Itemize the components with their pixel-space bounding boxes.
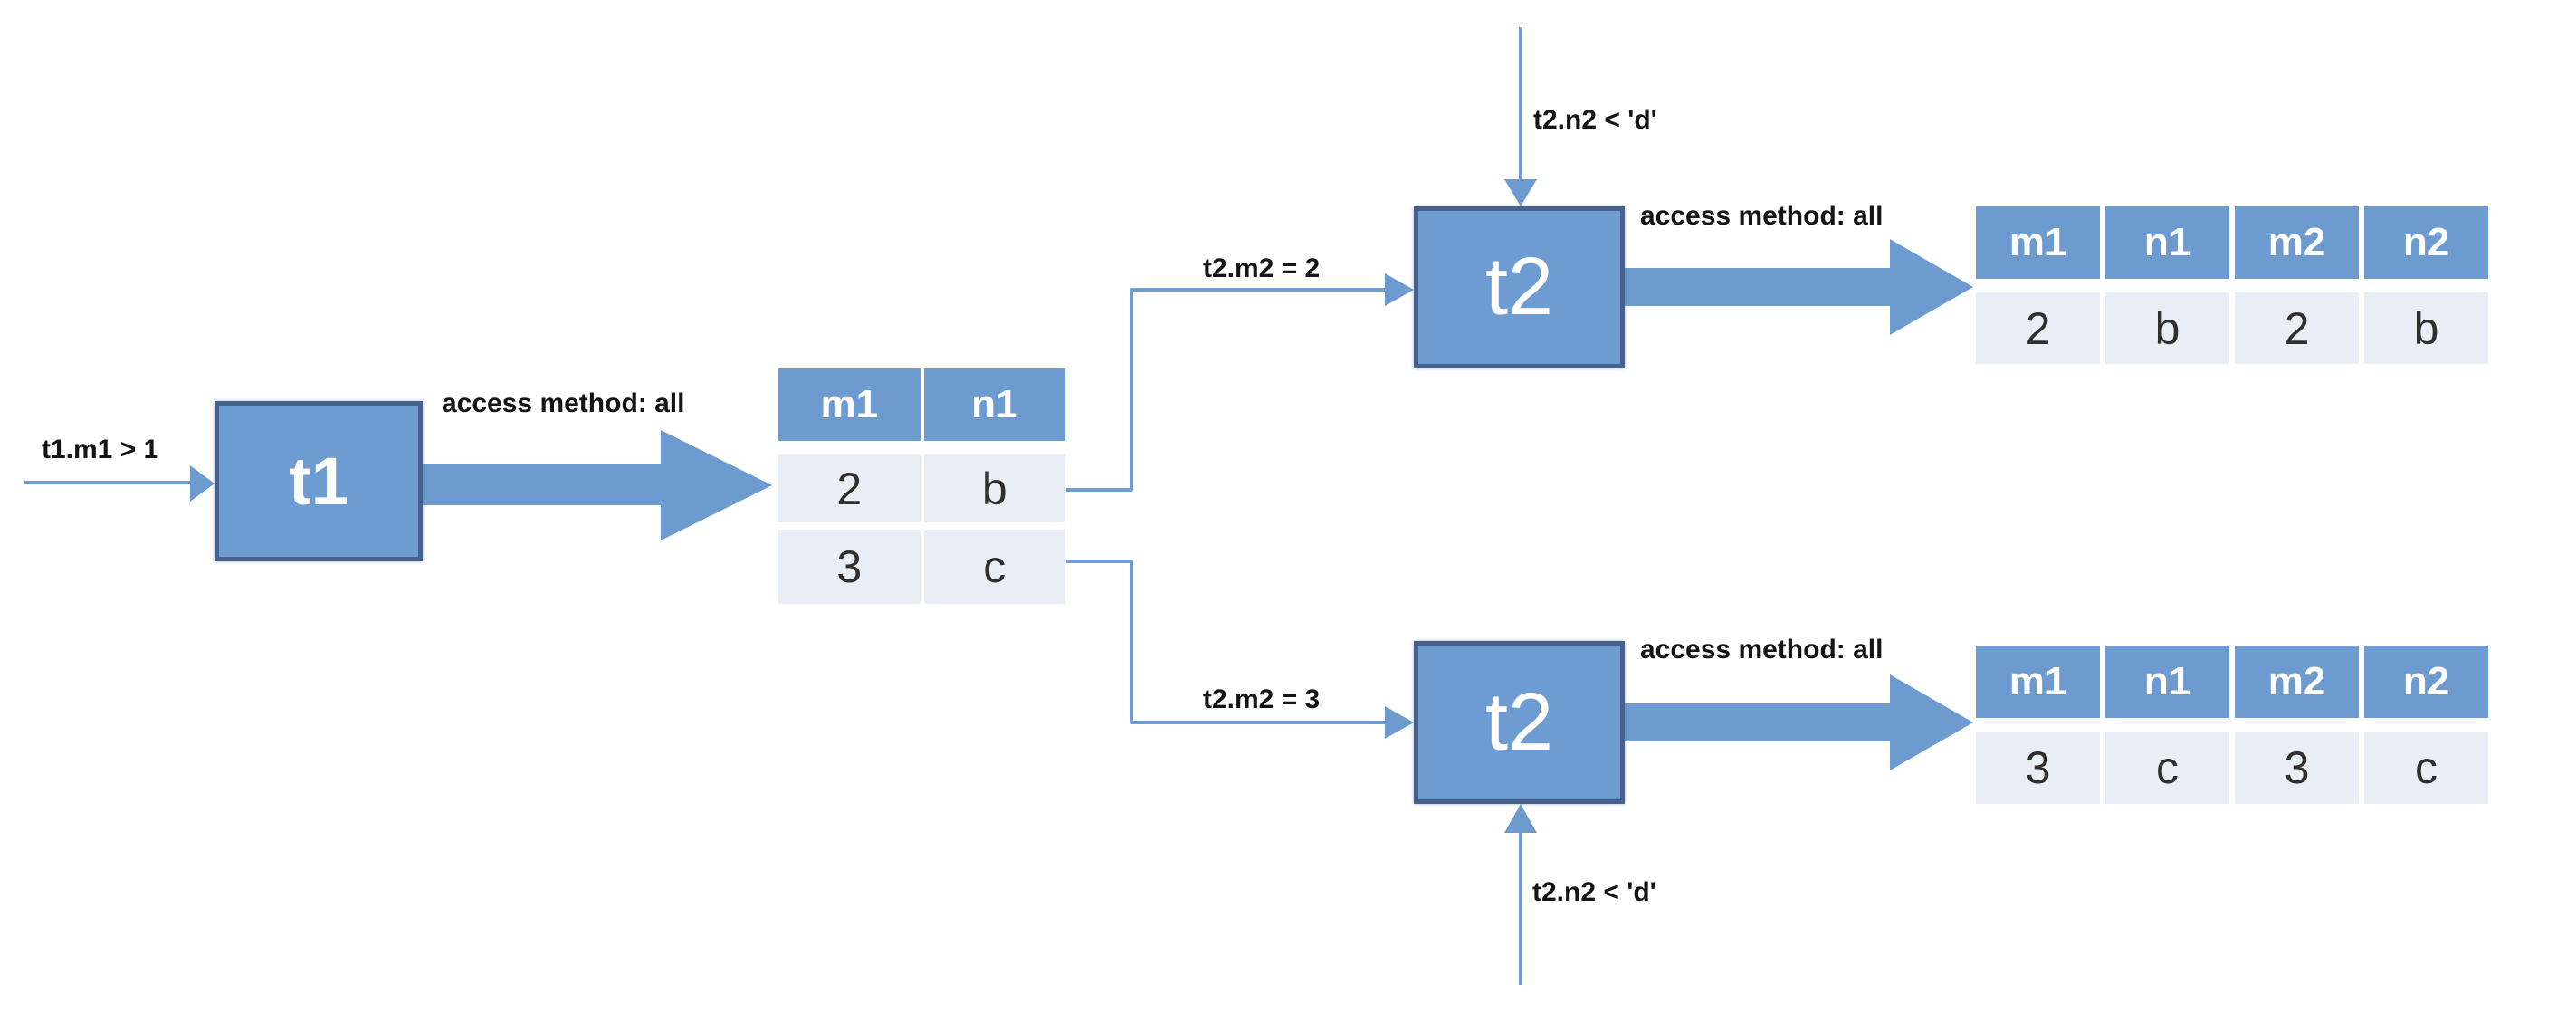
table-cell: 2 xyxy=(2235,292,2359,364)
table-cell: 2 xyxy=(1976,292,2100,364)
column-header: n2 xyxy=(2364,206,2488,279)
label-t1-access-method: access method: all xyxy=(442,388,685,418)
label-t2-top-access-method: access method: all xyxy=(1640,201,1884,231)
table-row: 3 c 3 c xyxy=(1976,732,2488,804)
column-header: m1 xyxy=(1976,646,2100,718)
node-t2-top: t2 xyxy=(1414,206,1625,368)
label-t2-bottom-join: t2.m2 = 3 xyxy=(1203,684,1321,714)
node-t1-label: t1 xyxy=(289,444,348,519)
table-cell: b xyxy=(2105,292,2229,364)
edge-input-t1 xyxy=(24,465,215,502)
label-t2-top-join: t2.m2 = 2 xyxy=(1203,254,1321,283)
big-arrow-t1-output xyxy=(423,430,772,540)
table-header-row: m1 n1 xyxy=(778,368,1065,441)
t1-result-table: m1 n1 2 b 3 c xyxy=(778,368,1065,604)
table-cell: c xyxy=(2105,732,2229,804)
table-cell: 3 xyxy=(2235,732,2359,804)
label-t2-bottom-access-method: access method: all xyxy=(1640,635,1884,665)
table-row: 2 b xyxy=(778,454,1065,522)
edge-filter-t2-bottom xyxy=(1504,804,1537,985)
big-arrow-t2-top-output xyxy=(1625,239,1973,335)
table-cell: c xyxy=(923,530,1065,604)
node-t2-bottom: t2 xyxy=(1414,641,1625,804)
table-header-row: m1 n1 m2 n2 xyxy=(1976,206,2488,279)
table-cell: c xyxy=(2364,732,2488,804)
column-header: n1 xyxy=(923,368,1065,441)
label-t2-top-filter: t2.n2 < 'd' xyxy=(1533,105,1657,135)
node-t1: t1 xyxy=(215,401,423,561)
table-row: 2 b 2 b xyxy=(1976,292,2488,364)
label-t2-bottom-filter: t2.n2 < 'd' xyxy=(1532,877,1656,907)
edge-branch-top xyxy=(1066,273,1414,492)
big-arrow-t2-bottom-output xyxy=(1625,674,1973,770)
column-header: m1 xyxy=(778,368,921,441)
column-header: n1 xyxy=(2105,646,2229,718)
column-header: n2 xyxy=(2364,646,2488,718)
column-header: m2 xyxy=(2235,646,2359,718)
column-header: m1 xyxy=(1976,206,2100,279)
table-cell: b xyxy=(2364,292,2488,364)
node-t2-bottom-label: t2 xyxy=(1484,676,1554,768)
node-t2-top-label: t2 xyxy=(1484,242,1554,332)
table-row: 3 c xyxy=(778,530,1065,604)
table-cell: 2 xyxy=(778,454,921,522)
edge-branch-bottom xyxy=(1066,560,1414,739)
column-header: n1 xyxy=(2105,206,2229,279)
table-cell: 3 xyxy=(1976,732,2100,804)
edge-filter-t2-top xyxy=(1504,27,1537,206)
table-header-row: m1 n1 m2 n2 xyxy=(1976,646,2488,718)
t2-top-result-table: m1 n1 m2 n2 2 b 2 b xyxy=(1976,206,2488,364)
table-cell: b xyxy=(923,454,1065,522)
t2-bottom-result-table: m1 n1 m2 n2 3 c 3 c xyxy=(1976,646,2488,804)
column-header: m2 xyxy=(2235,206,2359,279)
label-t1-filter: t1.m1 > 1 xyxy=(42,435,159,464)
table-cell: 3 xyxy=(778,530,921,604)
